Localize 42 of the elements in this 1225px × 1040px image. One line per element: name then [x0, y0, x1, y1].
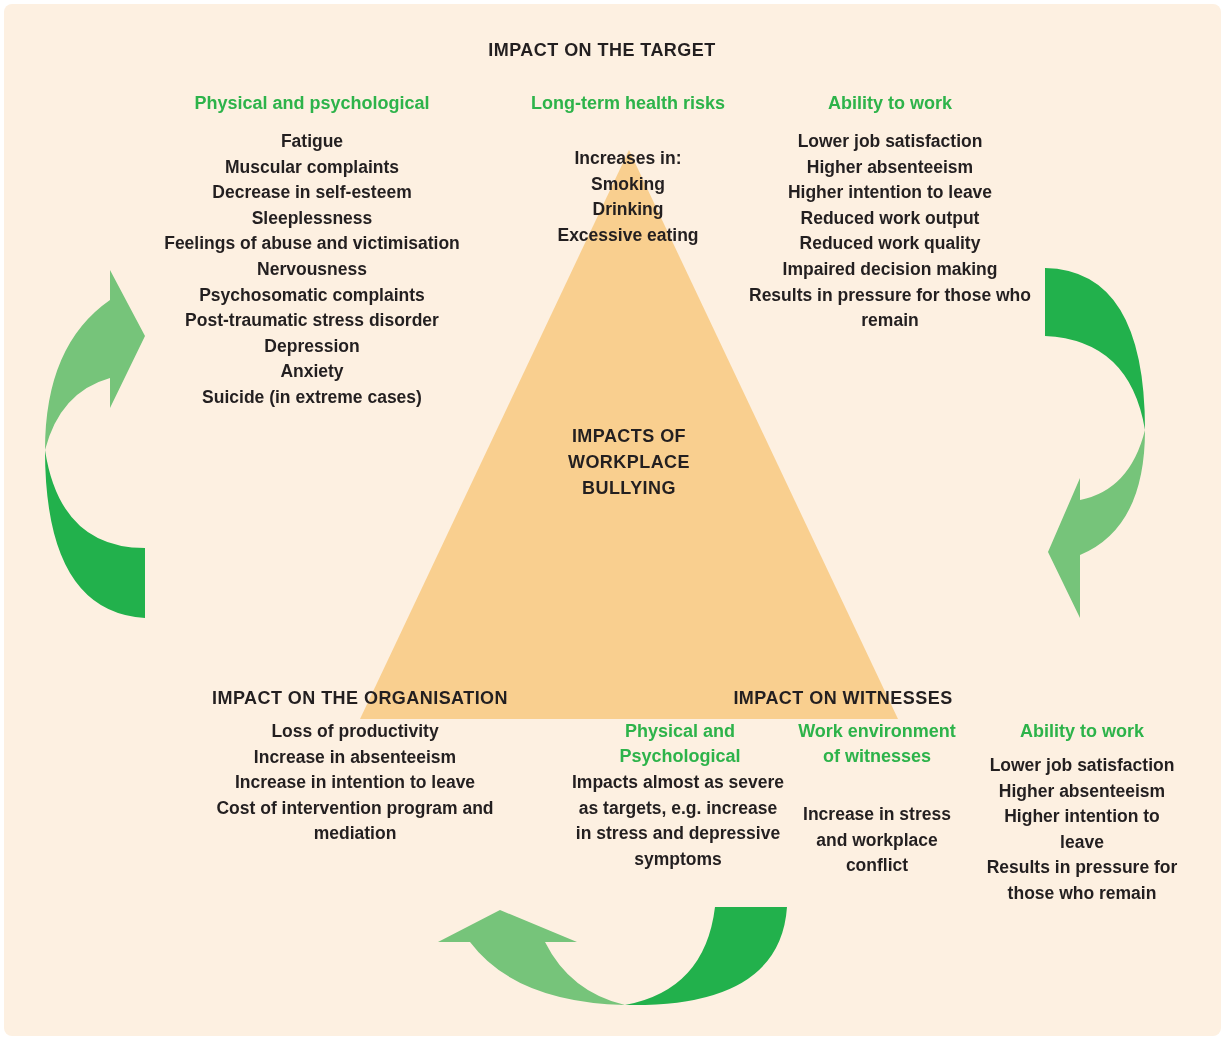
list-item: Decrease in self-esteem — [212, 181, 412, 205]
subheading: Long-term health risks — [530, 92, 725, 115]
list-item: Lower job satisfaction — [989, 754, 1175, 777]
list-item: Higher intention to leave — [787, 181, 993, 205]
list-item: Muscular complaints — [224, 155, 400, 179]
list-item: Results in pressure for those who remain — [985, 856, 1179, 905]
list-item: Depression — [264, 334, 360, 358]
list-item: Feelings of abuse and victimisation — [164, 232, 460, 256]
list-item: Suicide (in extreme cases) — [202, 385, 422, 409]
section-heading: IMPACT ON WITNESSES — [733, 687, 953, 710]
subheading: Physical and psychological — [194, 92, 430, 115]
list-item: Drinking — [592, 198, 664, 222]
list-item: Smoking — [591, 172, 665, 196]
list-item: Nervousness — [257, 257, 367, 281]
list-item: Higher absenteeism — [998, 779, 1166, 803]
list-item: Lower job satisfaction — [797, 130, 983, 153]
section-heading: IMPACT ON THE TARGET — [488, 39, 716, 62]
subheading: Ability to work — [828, 92, 952, 115]
list-item: Reduced work quality — [799, 232, 981, 256]
list-item: Post-traumatic stress disorder — [185, 309, 439, 333]
list-item: Fatigue — [280, 130, 344, 153]
list-item: Higher absenteeism — [806, 155, 974, 179]
section-heading: IMPACT ON THE ORGANISATION — [212, 687, 508, 710]
subheading: Ability to work — [1020, 720, 1144, 743]
list-item: Impacts almost as severe as targets, e.g. increase in stress and depressive symptoms — [570, 771, 786, 871]
list-item: Increase in stress and workplace conflict — [802, 803, 952, 878]
subheading: Work environment of witnesses — [797, 720, 957, 768]
list-item: Increase in absenteeism — [253, 745, 457, 769]
subheading: Physical and Psychological — [618, 720, 742, 768]
list-item: Excessive eating — [557, 223, 699, 247]
list-item: Cost of intervention program and mediation — [215, 796, 495, 846]
list-item: Reduced work output — [800, 206, 980, 230]
list-item: Increases in: — [574, 147, 682, 170]
list-item: Higher intention to leave — [1003, 805, 1161, 854]
list-item: Impaired decision making — [782, 257, 998, 281]
list-item: Loss of productivity — [271, 720, 439, 743]
triangle-label: IMPACTS OF WORKPLACE BULLYING — [566, 425, 691, 500]
list-item: Increase in intention to leave — [234, 771, 476, 795]
list-item: Sleeplessness — [251, 206, 373, 230]
list-item: Results in pressure for those who remain — [748, 283, 1032, 333]
list-item: Anxiety — [280, 360, 344, 384]
list-item: Psychosomatic complaints — [199, 283, 425, 307]
